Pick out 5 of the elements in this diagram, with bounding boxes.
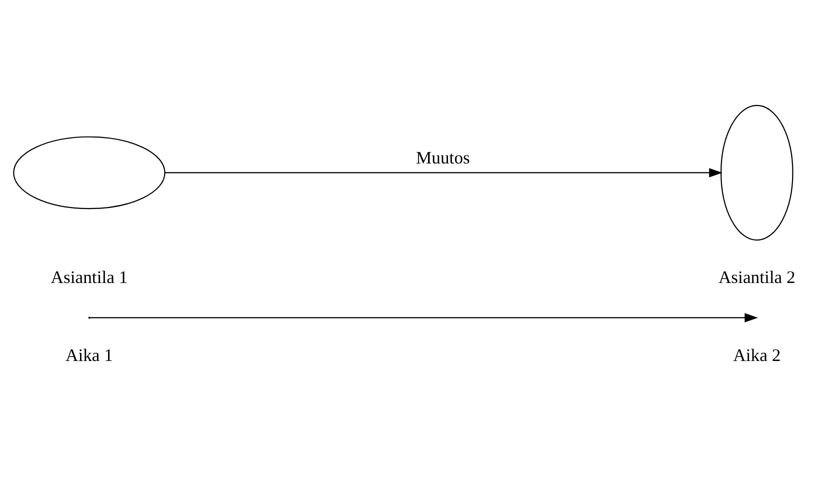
node-label: Asiantila 1 bbox=[50, 266, 128, 287]
node-label: Asiantila 2 bbox=[718, 266, 796, 287]
label: Aika 2 bbox=[733, 344, 781, 365]
edge-label: Muutos bbox=[416, 148, 470, 168]
label: Aika 1 bbox=[65, 344, 114, 365]
